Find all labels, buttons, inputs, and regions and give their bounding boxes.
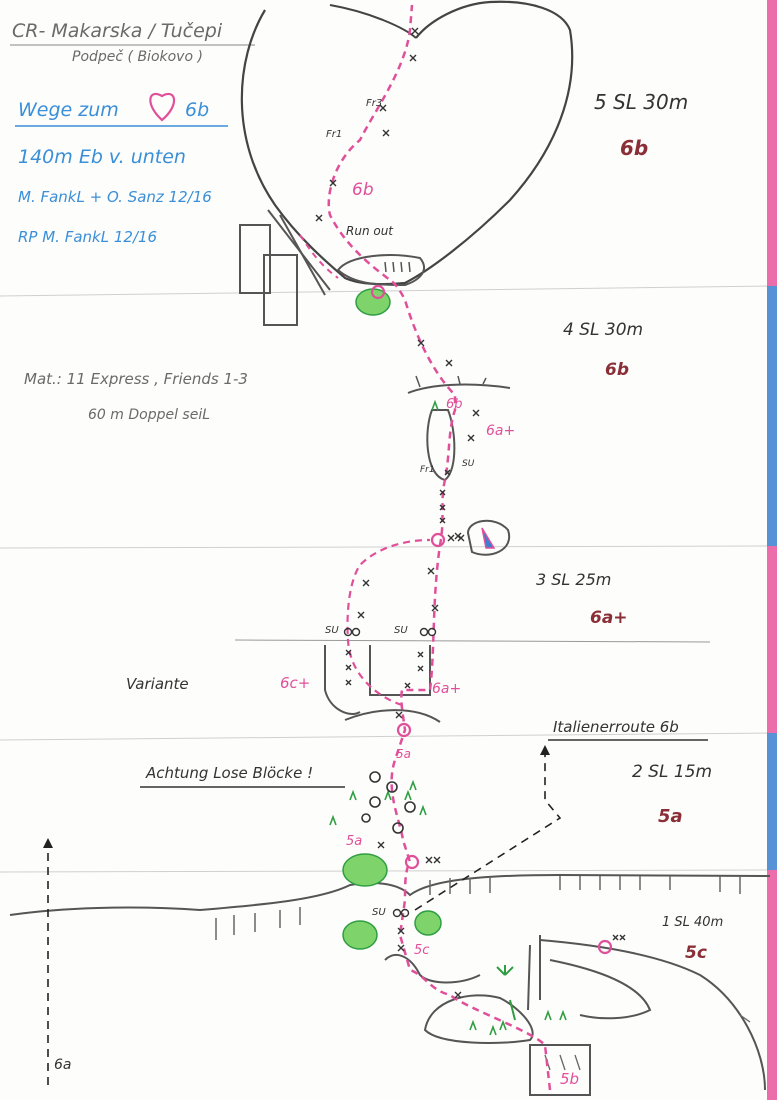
grade-6b-top: 6b — [352, 180, 374, 200]
pitch-1-label: 1 SL 40m — [662, 915, 724, 930]
variant-pillars — [324, 645, 441, 723]
friend-1-top-label: Fr1 — [326, 129, 343, 140]
heart-icon — [149, 93, 176, 122]
friend-3-label: Fr3 — [366, 98, 383, 109]
grade-5b: 5b — [560, 1070, 580, 1088]
runout-hatch — [384, 261, 411, 273]
sling-mid-label: SU — [462, 459, 475, 469]
pitch-2-label: 2 SL 15m — [632, 762, 713, 782]
pitch-separators — [0, 44, 771, 873]
route-first-ascent: M. FankL + O. Sanz 12/16 — [18, 188, 212, 206]
pitch-4-label: 4 SL 30m — [563, 320, 644, 340]
route-top-detour — [299, 234, 339, 279]
grade-5c-route: 5c — [414, 943, 430, 958]
belay-stations — [370, 284, 613, 955]
friend-1-mid-label: Fr1 — [420, 465, 435, 475]
header-region: CR- Makarska / Tučepi — [12, 20, 223, 42]
loose-blocks — [361, 771, 416, 834]
margin-color-bars — [767, 0, 777, 1100]
sling-markers — [343, 627, 437, 918]
grade-6a-left: 6a — [54, 1057, 72, 1073]
sling-left-label: SU — [325, 625, 339, 636]
pitch-3-label: 3 SL 25m — [536, 570, 612, 589]
rock-hatching — [544, 1014, 751, 1071]
pitch-4-grade: 6b — [605, 360, 629, 380]
pitch-2-grade: 5a — [658, 806, 683, 827]
grade-5a-top: 5a — [396, 747, 411, 761]
pillar-block — [239, 209, 331, 326]
heart-rock-outline — [240, 0, 574, 286]
tree — [496, 965, 516, 1021]
ground-ticks — [215, 876, 741, 940]
route-name-prefix: Wege zum — [18, 99, 119, 121]
route-name-grade: 6b — [185, 99, 210, 121]
italiener-arrow-icon — [540, 745, 550, 755]
grade-5a-low: 5a — [346, 834, 363, 849]
italiener-route-line — [414, 755, 562, 911]
variante-label: Variante — [126, 675, 189, 693]
runout-block — [336, 254, 425, 287]
pitch-5-grade: 6b — [620, 136, 649, 160]
grade-6a-plus-low: 6a+ — [432, 681, 462, 697]
achtung-label: Achtung Lose Blöcke ! — [146, 764, 314, 782]
sling-right-label: SU — [394, 625, 408, 636]
material-line2: 60 m Doppel seiL — [88, 407, 211, 423]
grade-6a-plus-mid: 6a+ — [486, 423, 516, 439]
grade-6c-plus: 6c+ — [280, 674, 311, 692]
grass-tufts — [329, 399, 567, 1036]
route-redpoint: RP M. FankL 12/16 — [18, 228, 158, 246]
bluebell-boulder — [466, 519, 511, 556]
pitch-1-grade: 5c — [685, 943, 707, 963]
heart-left-lobe — [329, 4, 417, 39]
pitch-5-label: 5 SL 30m — [594, 90, 689, 114]
bolts — [315, 27, 626, 999]
header-sector: Podpeč ( Biokovo ) — [72, 49, 203, 65]
italiener-label: Italienerroute 6b — [553, 718, 679, 736]
main-route-line — [327, 4, 552, 1091]
grade-6b-mid: 6b — [446, 397, 463, 412]
ground-line — [9, 873, 771, 916]
runout-label: Run out — [346, 224, 394, 238]
left-6a-arrow-icon — [43, 838, 53, 848]
route-length-info: 140m Eb v. unten — [18, 146, 186, 168]
sling-low-label: SU — [372, 907, 386, 918]
lower-rocks — [384, 935, 766, 1096]
material-line1: Mat.: 11 Express , Friends 1-3 — [24, 370, 248, 388]
variant-route-line — [346, 538, 431, 707]
pitch-3-grade: 6a+ — [590, 608, 628, 628]
ledge-4sl — [407, 383, 511, 394]
